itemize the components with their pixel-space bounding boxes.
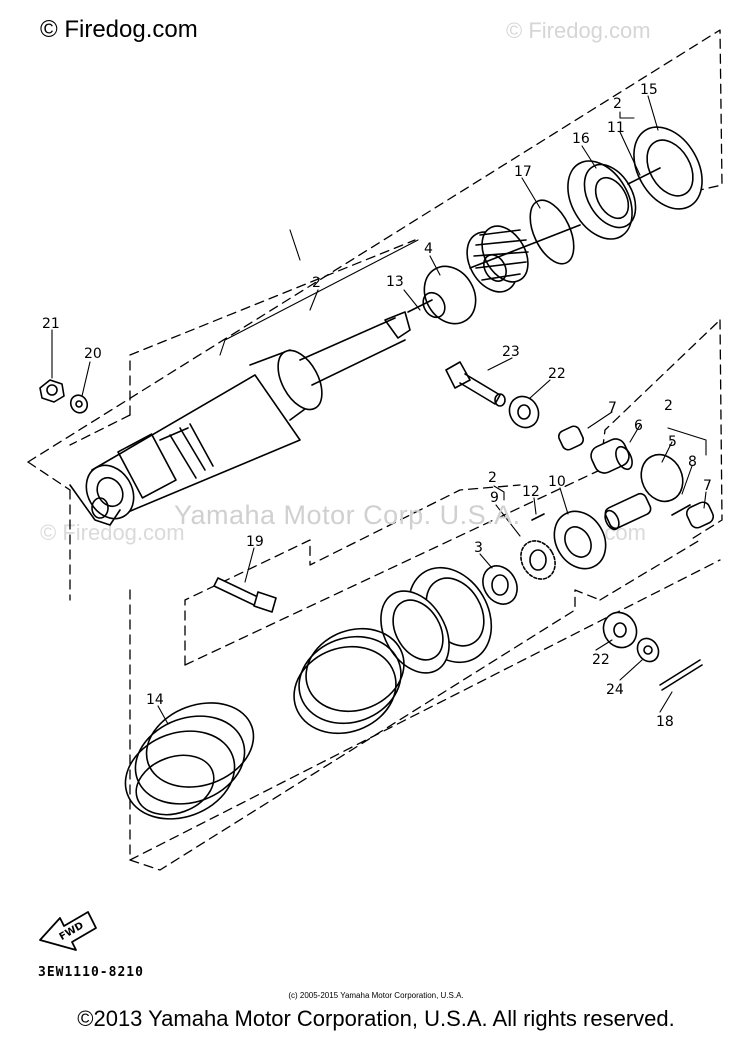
- callout-22-top: 22: [548, 366, 566, 382]
- watermark-middle: Yamaha Motor Corp. U.S.A.: [174, 500, 521, 530]
- callout-23: 23: [502, 344, 520, 360]
- part-4-bump-cap: [422, 265, 477, 325]
- part-19-bolt: [213, 577, 277, 613]
- watermark-middle-left: © Firedog.com: [40, 520, 185, 545]
- callout-11: 11: [607, 120, 625, 136]
- part-22-collar-bottom: [602, 611, 638, 649]
- callout-18: 18: [656, 714, 674, 730]
- copyright-notice: ©2013 Yamaha Motor Corporation, U.S.A. A…: [77, 1006, 675, 1031]
- part-14-main-spring: [124, 702, 255, 820]
- part-9-toothed-washer: [520, 540, 556, 580]
- callout-9: 9: [490, 490, 499, 506]
- part-code: 3EW1110-8210: [38, 965, 144, 980]
- fwd-arrow-icon: [39, 911, 97, 951]
- leader-lines: [51, 95, 707, 725]
- part-6-bushing: [590, 438, 633, 474]
- part-22-collar-top: [508, 395, 540, 429]
- part-10-lock-nut: [553, 510, 607, 570]
- callout-4: 4: [424, 241, 433, 257]
- callout-17: 17: [514, 164, 532, 180]
- watermark-top-left: © Firedog.com: [40, 16, 198, 43]
- part-12-pin: [531, 513, 545, 521]
- callout-15: 15: [640, 82, 658, 98]
- part-3-bearing: [482, 565, 518, 605]
- part-20-washer: [69, 394, 89, 414]
- part-17-circlip: [529, 199, 575, 265]
- callout-2-body: 2: [312, 275, 321, 291]
- callout-21: 21: [42, 316, 60, 332]
- part-23-bolt: [445, 361, 506, 407]
- part-21-nut: [39, 379, 65, 403]
- callout-16: 16: [572, 131, 590, 147]
- part-18-cotter-pin: [659, 659, 703, 691]
- callout-2-top: 2: [613, 96, 622, 112]
- callout-10: 10: [548, 474, 566, 490]
- callout-2-mid: 2: [488, 470, 497, 486]
- watermark-top-right: © Firedog.com: [506, 18, 651, 43]
- callout-7-top: 7: [608, 400, 617, 416]
- part-15-spring-guide: [633, 126, 703, 210]
- callout-19: 19: [246, 534, 264, 550]
- callout-24: 24: [606, 682, 624, 698]
- part-7-bushing-top: [557, 425, 585, 451]
- assembly-boundary-lines: [27, 29, 723, 871]
- part-16-spring-seat: [567, 160, 637, 240]
- callout-6: 6: [634, 418, 643, 434]
- guide-rod: [469, 224, 581, 269]
- callout-7-right: 7: [703, 478, 712, 494]
- part-8-pin: [671, 504, 691, 516]
- part-7-bushing-right: [685, 501, 715, 529]
- callout-22-bottom: 22: [592, 652, 610, 668]
- callout-2-right: 2: [664, 398, 673, 414]
- small-copyright: (c) 2005-2015 Yamaha Motor Corporation, …: [288, 991, 464, 1000]
- part-24-washer: [636, 637, 660, 663]
- part-5-rod-end: [604, 453, 684, 531]
- shock-body: [69, 311, 411, 526]
- spring-adjuster-rings: [380, 566, 493, 674]
- callout-8: 8: [688, 454, 697, 470]
- secondary-spring: [293, 627, 405, 735]
- callout-20: 20: [84, 346, 102, 362]
- callout-13: 13: [386, 274, 404, 290]
- part-11-rod: [627, 167, 661, 185]
- callout-14: 14: [146, 692, 164, 708]
- callout-3: 3: [474, 540, 483, 556]
- callout-5: 5: [668, 434, 677, 450]
- part-13-pin: [407, 299, 433, 313]
- callout-12: 12: [522, 484, 540, 500]
